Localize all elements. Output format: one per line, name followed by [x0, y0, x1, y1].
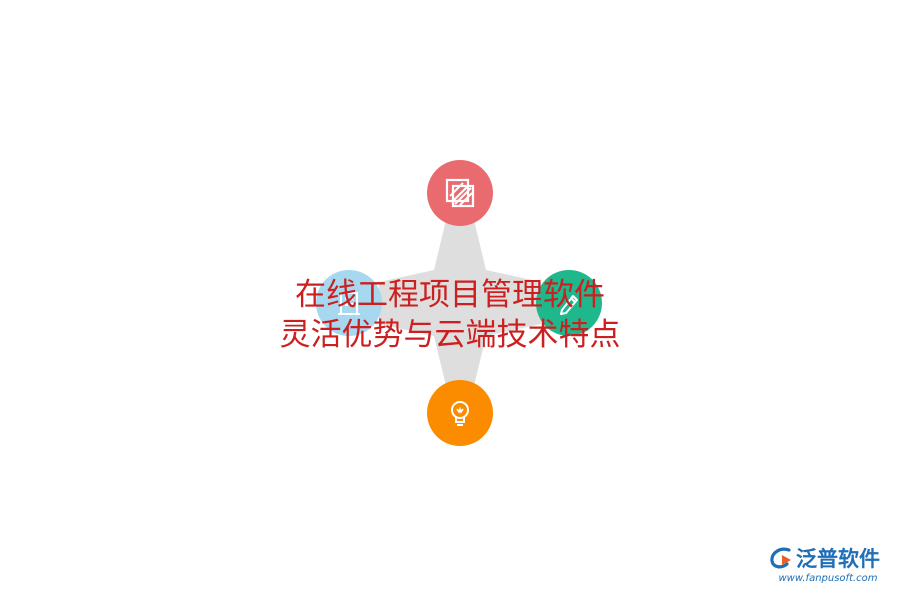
diagram-title-line-1: 在线工程项目管理软件: [295, 277, 605, 313]
lightbulb-icon: [451, 401, 469, 426]
pencil-icon: [560, 295, 578, 315]
brand-logo: 泛普软件 www.fanpusoft.com: [768, 546, 888, 586]
node-right: [536, 270, 602, 336]
brand-name: 泛普软件: [796, 547, 880, 571]
node-top: [427, 160, 493, 226]
diagram-title-line-2: 灵活优势与云端技术特点: [279, 317, 621, 353]
building-icon: [338, 292, 360, 315]
striped-square-icon: [445, 178, 475, 208]
node-left: [316, 270, 382, 336]
brand-url: www.fanpusoft.com: [778, 573, 878, 584]
brand-logo-icon: [770, 547, 791, 569]
node-bottom: [427, 380, 493, 446]
connector-shape: [379, 220, 541, 386]
